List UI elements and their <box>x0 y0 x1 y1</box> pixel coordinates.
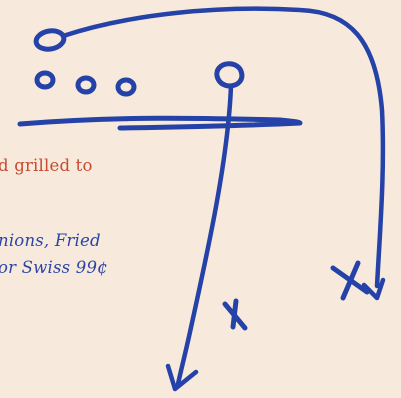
top-route-line <box>63 9 383 286</box>
left-x-mark-stroke-2 <box>233 301 236 327</box>
center-route-line <box>178 86 231 384</box>
top-player-circle <box>35 29 66 52</box>
line-of-scrimmage <box>20 118 300 128</box>
line-player-circle-1 <box>37 73 53 87</box>
line-player-circle-2 <box>78 78 94 92</box>
line-player-circle-3 <box>118 80 134 94</box>
right-x-mark-stroke-2 <box>343 263 358 298</box>
center-player-circle <box>217 64 242 86</box>
